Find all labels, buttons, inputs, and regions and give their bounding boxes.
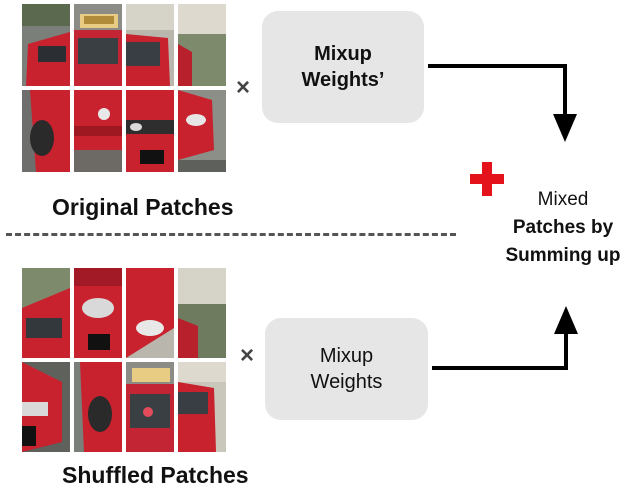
original-patch: [178, 90, 226, 172]
weights-top-line2: Weights’: [301, 69, 385, 91]
weights-bottom-line2: Weights: [310, 371, 383, 393]
shuffled-patches-grid: [22, 268, 226, 452]
original-patch: [22, 4, 70, 86]
shuffled-patch: [178, 362, 226, 452]
result-line3: Summing up: [505, 245, 621, 266]
shuffled-patch: [74, 362, 122, 452]
mixup-weights-box: Mixup Weights: [265, 318, 428, 420]
original-patch: [22, 90, 70, 172]
weights-top-line1: Mixup: [314, 43, 372, 65]
shuffled-patch: [178, 268, 226, 358]
bottom-arrow-line: [432, 330, 568, 370]
result-line1: Mixed: [537, 189, 589, 210]
original-patch: [126, 4, 174, 86]
original-patch: [74, 4, 122, 86]
original-patches-grid: [22, 4, 226, 172]
shuffled-patch: [126, 362, 174, 452]
top-arrow-line: [428, 64, 567, 118]
top-arrow-head: [553, 114, 577, 142]
original-patch: [126, 90, 174, 172]
shuffled-patches-caption: Shuffled Patches: [62, 462, 249, 488]
mixup-weights-prime-box: Mixup Weights’: [262, 11, 424, 123]
multiply-icon: ×: [236, 74, 251, 101]
original-patch: [74, 90, 122, 172]
original-patches-caption: Original Patches: [52, 194, 234, 220]
shuffled-patch: [22, 362, 70, 452]
shuffled-patch: [22, 268, 70, 358]
weights-bottom-line1: Mixup: [319, 345, 374, 367]
plus-icon: [470, 162, 504, 196]
shuffled-patch: [126, 268, 174, 358]
bottom-arrow-head: [554, 306, 578, 334]
section-divider: [6, 233, 456, 236]
mixed-patches-label: Mixed Patches by Summing up: [488, 186, 638, 270]
result-line2: Patches by: [512, 217, 614, 238]
multiply-icon: ×: [240, 342, 255, 369]
shuffled-patch: [74, 268, 122, 358]
original-patch: [178, 4, 226, 86]
